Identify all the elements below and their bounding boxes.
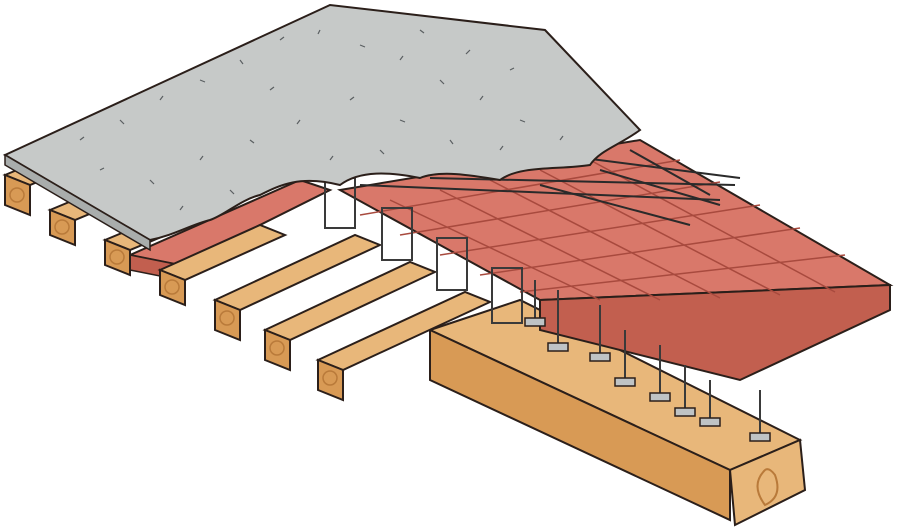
main-beam-end <box>728 438 807 527</box>
concrete-speckles <box>79 29 564 211</box>
concrete-slab <box>2 3 642 252</box>
joist-7 <box>315 290 493 402</box>
concrete-slab-edge <box>4 153 151 252</box>
anchor-bolts <box>524 280 771 442</box>
joist-4 <box>157 223 288 307</box>
joist-5 <box>212 233 383 342</box>
main-beam-side <box>429 328 731 522</box>
main-beam-end-grain <box>756 468 779 507</box>
tile-grid-joints <box>359 159 846 301</box>
steel-reinforcement-mesh <box>359 149 741 226</box>
joist-6 <box>262 260 438 372</box>
concrete-slab-top <box>2 3 642 242</box>
